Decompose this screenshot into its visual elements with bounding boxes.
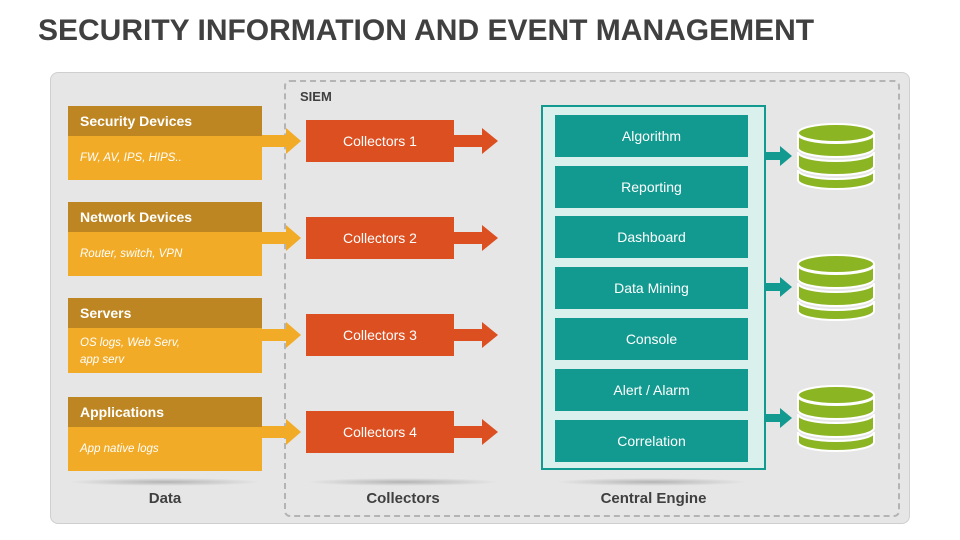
source-heading: Servers	[68, 298, 262, 328]
column-shadow	[555, 478, 748, 486]
arrow-engine-db-1	[766, 146, 792, 166]
arrow-collector-1	[454, 128, 498, 154]
source-network-devices: Network Devices Router, switch, VPN	[68, 202, 262, 276]
arrow-collector-2	[454, 225, 498, 251]
arrow-source-4	[262, 419, 301, 445]
engine-item-console: Console	[555, 318, 748, 360]
arrow-source-2	[262, 225, 301, 251]
database-icon	[797, 385, 875, 452]
engine-item-correlation: Correlation	[555, 420, 748, 462]
source-heading: Network Devices	[68, 202, 262, 232]
arrow-collector-3	[454, 322, 498, 348]
arrow-engine-db-3	[766, 408, 792, 428]
source-heading: Security Devices	[68, 106, 262, 136]
engine-item-alert-alarm: Alert / Alarm	[555, 369, 748, 411]
siem-boundary	[284, 80, 900, 517]
collector-2: Collectors 2	[306, 217, 454, 259]
source-detail: FW, AV, IPS, HIPS..	[68, 136, 262, 180]
source-detail: OS logs, Web Serv, app serv	[80, 337, 180, 366]
source-security-devices: Security Devices FW, AV, IPS, HIPS..	[68, 106, 262, 180]
column-label-central-engine: Central Engine	[600, 490, 707, 507]
column-shadow	[68, 478, 262, 486]
engine-item-data-mining: Data Mining	[555, 267, 748, 309]
engine-item-algorithm: Algorithm	[555, 115, 748, 157]
source-applications: Applications App native logs	[68, 397, 262, 471]
source-detail-bg	[68, 328, 262, 373]
collector-3: Collectors 3	[306, 314, 454, 356]
column-label-data: Data	[148, 490, 182, 507]
column-shadow	[306, 478, 500, 486]
database-icon	[797, 123, 875, 190]
page-title: SECURITY INFORMATION AND EVENT MANAGEMEN…	[38, 14, 815, 47]
collector-4: Collectors 4	[306, 411, 454, 453]
engine-item-dashboard: Dashboard	[555, 216, 748, 258]
source-detail: Router, switch, VPN	[68, 232, 262, 276]
database-icon	[797, 254, 875, 321]
arrow-source-1	[262, 128, 301, 154]
column-label-collectors: Collectors	[366, 490, 440, 507]
engine-item-reporting: Reporting	[555, 166, 748, 208]
siem-label: SIEM	[300, 89, 332, 104]
arrow-engine-db-2	[766, 277, 792, 297]
source-servers: Servers	[68, 298, 262, 373]
source-heading: Applications	[68, 397, 262, 427]
arrow-source-3	[262, 322, 301, 348]
source-detail: App native logs	[68, 427, 262, 471]
arrow-collector-4	[454, 419, 498, 445]
collector-1: Collectors 1	[306, 120, 454, 162]
